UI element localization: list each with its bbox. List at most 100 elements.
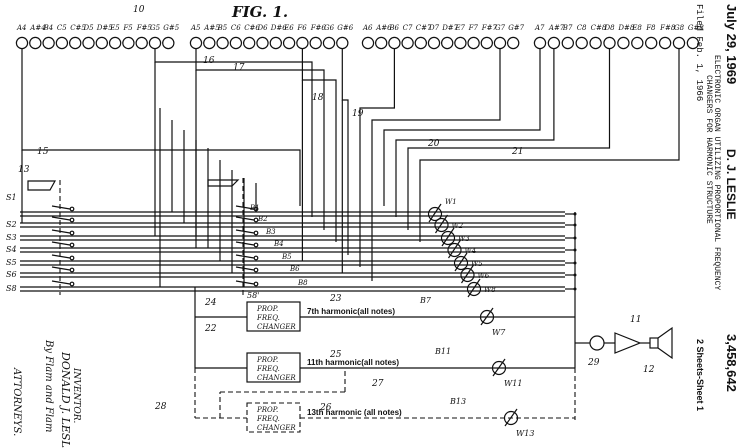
stop-switch[interactable] — [235, 280, 255, 285]
tone-generator-icon — [467, 36, 480, 50]
changer-label: FREQ. — [256, 365, 280, 373]
drawbar-pot-icon[interactable] — [440, 230, 456, 246]
tone-generator-icon — [493, 36, 507, 50]
harmonic-pot-icon[interactable] — [503, 410, 519, 426]
stop-switch[interactable] — [235, 205, 255, 210]
note-label: C5 — [57, 24, 67, 32]
note-label: E6 — [283, 24, 294, 32]
stop-label: S8 — [6, 284, 17, 293]
harmonic-pot-icon[interactable] — [491, 360, 507, 376]
stop-label: S6 — [6, 270, 17, 279]
drawbar-pot-icon[interactable] — [453, 255, 469, 271]
note-label: F#8 — [659, 24, 676, 32]
stop-switch[interactable] — [235, 229, 255, 234]
note-label: C#8 — [591, 24, 607, 32]
changer-label: PROP. — [256, 356, 278, 364]
drawbar-pot-icon[interactable] — [447, 242, 462, 258]
note-label: G7 — [495, 24, 506, 32]
ref-23: 23 — [329, 294, 342, 304]
ref-19: 19 — [352, 109, 364, 119]
keyer-wire — [341, 49, 349, 255]
drawbar-pot-icon[interactable] — [427, 206, 443, 222]
tone-generator-icon — [336, 36, 349, 50]
note-label: G#6 — [337, 24, 353, 32]
stop-switch[interactable] — [235, 216, 255, 221]
harmonic-pot-icon[interactable] — [479, 309, 495, 325]
stop-switch[interactable] — [235, 241, 255, 246]
tone-generator-icon — [441, 36, 454, 50]
note-label: D8 — [604, 24, 616, 32]
changer-label: CHANGER — [257, 374, 296, 382]
ref-29: 29 — [587, 358, 600, 368]
drawbar-pot-icon[interactable] — [460, 267, 475, 283]
note-label: C8 — [577, 24, 587, 32]
note-label: E5 — [109, 24, 120, 32]
note-label: C#5 — [70, 24, 86, 32]
stop-switch[interactable] — [51, 205, 71, 210]
note-label: C#7 — [416, 24, 432, 32]
master-volume-pot-icon[interactable] — [589, 335, 605, 351]
busbar-label: B4 — [273, 240, 284, 248]
changer-label: FREQ. — [256, 415, 280, 423]
note-label: F#7 — [481, 24, 498, 32]
note-label: G#8 — [688, 24, 704, 32]
inventor-header: D. J. LESLIE — [724, 149, 738, 220]
ref-18: 18 — [312, 93, 324, 103]
note-label: F#6 — [310, 24, 327, 32]
stop-tab-icon[interactable] — [27, 180, 57, 191]
drawbar-pot-icon[interactable] — [434, 217, 449, 233]
tone-generator-icon — [148, 36, 162, 50]
stop-switch[interactable] — [51, 229, 71, 234]
stop-switch[interactable] — [51, 280, 71, 285]
harmonic-bus-label: B7 — [419, 296, 432, 305]
ref-25: 25 — [329, 350, 342, 360]
note-label: G#5 — [163, 24, 179, 32]
changer-label: PROP. — [256, 305, 278, 313]
note-label: F6 — [296, 24, 307, 32]
note-label: A5 — [190, 24, 201, 32]
note-label: D#8 — [617, 24, 634, 32]
ref-21: 21 — [511, 147, 523, 157]
figure-label: FIG. 1. — [231, 3, 288, 21]
stop-label: S4 — [6, 245, 17, 254]
tone-generator-icon — [658, 36, 672, 50]
note-label: G6 — [324, 24, 335, 32]
note-label: F7 — [468, 24, 479, 32]
pot-label: W5 — [471, 260, 483, 268]
stop-switch[interactable] — [235, 254, 255, 259]
stop-switch[interactable] — [51, 241, 71, 246]
note-label: A#5 — [203, 24, 220, 32]
ref-17: 17 — [233, 63, 245, 73]
busbar-label: B3 — [265, 228, 276, 236]
stop-switch[interactable] — [51, 216, 71, 221]
harmonic-label: 7th harmonic(all notes) — [307, 307, 395, 316]
tone-generator-icon — [229, 36, 243, 50]
note-label: D#6 — [270, 24, 287, 32]
note-label: C#6 — [244, 24, 260, 32]
tone-generator-icon — [282, 36, 296, 50]
patent-date: July 29, 1969 — [724, 4, 739, 84]
tone-generator-icon — [42, 36, 55, 50]
keyer-wire — [407, 49, 611, 230]
tone-generator-icon — [480, 36, 493, 50]
stop-switch[interactable] — [51, 266, 71, 271]
tone-generator-icon — [589, 36, 602, 50]
stop-switch[interactable] — [235, 266, 255, 271]
tone-generator-icon — [631, 36, 644, 50]
tone-generator-icon — [95, 36, 109, 50]
ref-16: 16 — [203, 56, 215, 66]
harmonic-pot-label: W11 — [504, 379, 522, 388]
stop-label: S5 — [6, 258, 17, 267]
amplifier-icon — [614, 332, 642, 354]
keyer-wire — [383, 49, 541, 206]
stop-switch[interactable] — [51, 254, 71, 259]
tone-generator-icon — [575, 36, 588, 50]
pot-label: W4 — [465, 247, 477, 255]
note-label: D#5 — [96, 24, 113, 32]
filed-date: Filed Feb. 1, 1966 — [694, 4, 704, 101]
stop-tab-icon[interactable] — [207, 179, 240, 187]
ref-22: 22 — [204, 324, 217, 334]
note-label: E8 — [631, 24, 642, 32]
keyer-wire — [419, 49, 680, 242]
drawbar-pot-icon[interactable] — [466, 281, 482, 297]
